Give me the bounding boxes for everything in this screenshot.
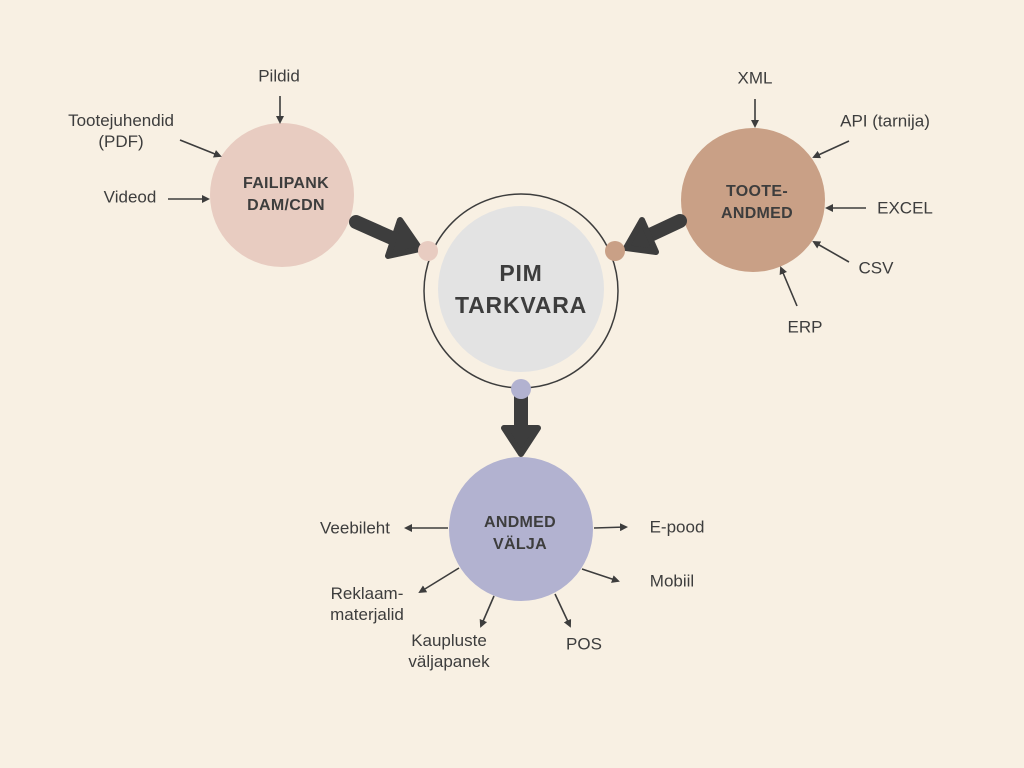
arrow-csv xyxy=(812,241,850,263)
failipank-node xyxy=(210,123,354,267)
label-erp: ERP xyxy=(787,317,823,337)
tooteandmed-title: TOOTE- ANDMED xyxy=(720,183,794,222)
label-xml: XML xyxy=(737,68,773,88)
failipank-title: FAILIPANK DAM/CDN xyxy=(243,175,329,214)
arrow-pim-to-andmed-valja xyxy=(501,394,541,457)
label-pildid: Pildid xyxy=(258,66,300,86)
arrow-api xyxy=(812,140,850,159)
connector-dot-failipank xyxy=(418,241,438,261)
tooteandmed-node xyxy=(681,128,825,272)
label-excel: EXCEL xyxy=(877,198,933,218)
arrow-tooteandmed-to-pim xyxy=(623,214,687,255)
andmed-valja-node xyxy=(449,457,593,601)
pim-node xyxy=(438,206,604,372)
label-mobiil: Mobiil xyxy=(649,571,695,591)
arrow-mobiil xyxy=(581,568,620,583)
label-reklaam: Reklaam- materjalid xyxy=(330,584,404,624)
arrow-epood xyxy=(593,523,628,532)
pim-title: PIM TARKVARA xyxy=(454,260,588,318)
arrow-kauplused xyxy=(479,595,495,628)
label-videod: Videod xyxy=(103,187,157,207)
arrow-reklaam xyxy=(418,567,460,594)
label-api: API (tarnija) xyxy=(840,111,930,131)
label-kauplused: Kaupluste väljapanek xyxy=(408,631,490,671)
label-pos: POS xyxy=(566,634,602,654)
arrow-failipank-to-pim xyxy=(349,215,423,259)
connector-dot-tooteandmed xyxy=(605,241,625,261)
label-tootejuhendid: Tootejuhendid (PDF) xyxy=(68,111,174,151)
andmed-valja-title: ANDMED VÄLJA xyxy=(483,514,557,553)
label-veebileht: Veebileht xyxy=(320,518,390,538)
arrow-tootejuhendid xyxy=(179,139,222,158)
arrow-erp xyxy=(779,266,798,307)
label-csv: CSV xyxy=(858,258,894,278)
label-epood: E-pood xyxy=(649,517,705,537)
arrow-pos xyxy=(554,593,572,628)
connector-dot-andmed-valja xyxy=(511,379,531,399)
